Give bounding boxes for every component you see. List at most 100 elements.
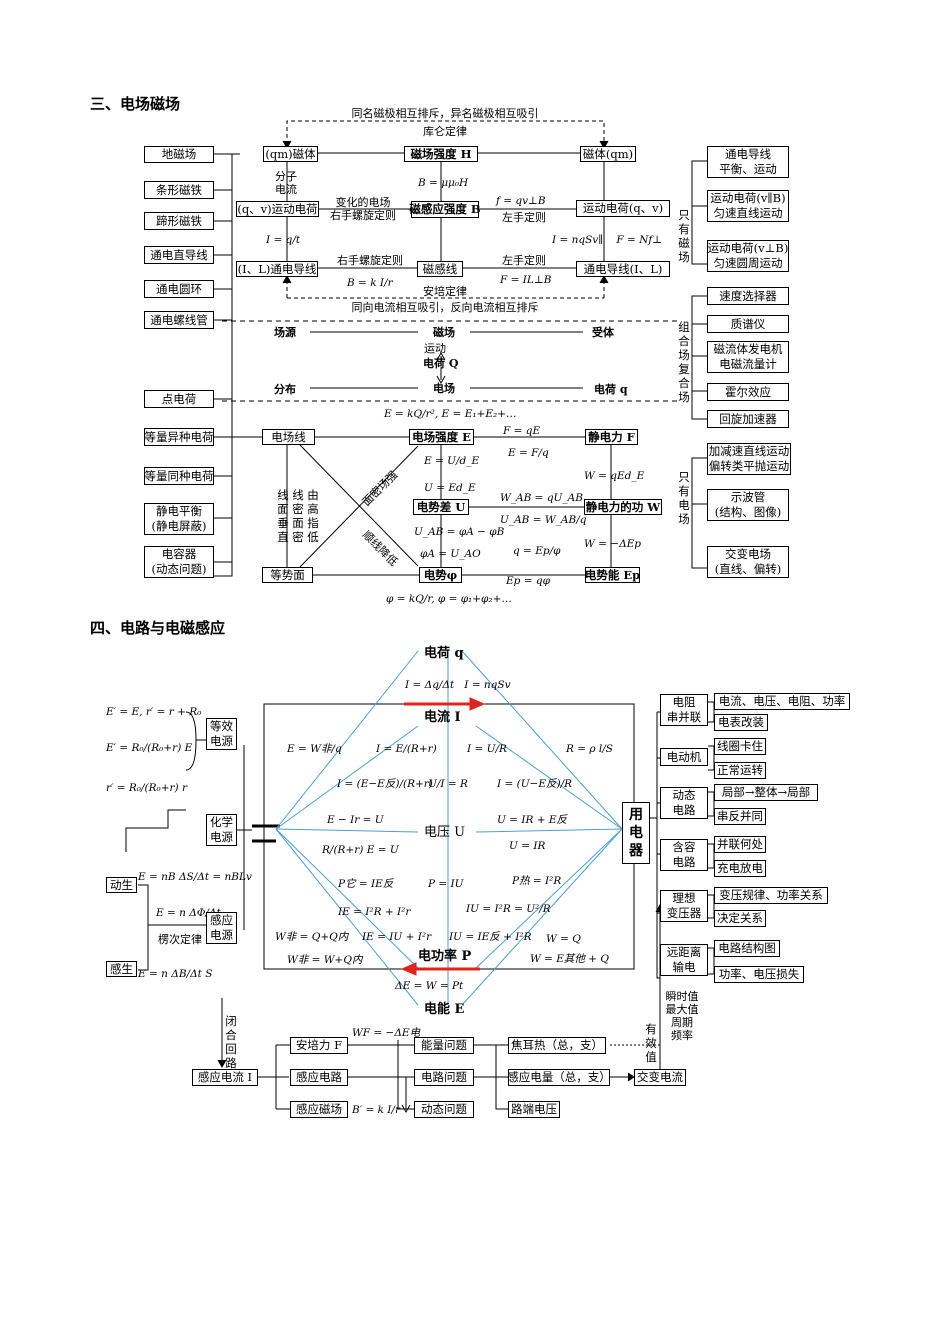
transformer-item-2: 决定关系 bbox=[714, 910, 766, 927]
changing-e-field-label: 变化的电场 右手螺旋定则 bbox=[330, 196, 396, 222]
molecular-current-label: 分子 电流 bbox=[275, 170, 297, 196]
e-f-q-formula: E = F/q bbox=[508, 447, 549, 459]
lines-dense-label: 线密面密 bbox=[292, 488, 304, 544]
b-prime-formula: B′ = k I/r bbox=[352, 1104, 400, 1116]
resistor-item-2: 电表改装 bbox=[714, 714, 768, 731]
lines-perp-label: 线面垂直 bbox=[277, 488, 289, 544]
i-q-t-formula: I = q/t bbox=[266, 234, 301, 246]
phi-formula: φ = kQ/r, φ = φ₁+φ₂+… bbox=[386, 593, 512, 605]
section3-heading: 三、电场磁场 bbox=[90, 95, 181, 113]
straight-wire-box: 通电直导线 bbox=[144, 246, 214, 264]
section4-heading: 四、电路与电磁感应 bbox=[90, 619, 226, 637]
capacitor-item-1: 并联何处 bbox=[714, 836, 766, 853]
motor-item-2: 正常运转 bbox=[714, 762, 766, 779]
magnetic-field-label: 磁场 bbox=[433, 326, 455, 339]
cyclotron-box: 回旋加速器 bbox=[707, 410, 789, 428]
f-qe-formula: F = qE bbox=[503, 425, 541, 437]
right-screw-rule: 右手螺旋定则 bbox=[337, 254, 403, 267]
transformer-box: 理想 变压器 bbox=[660, 890, 708, 922]
u-i-r-formula: U/I = R bbox=[428, 778, 468, 790]
field-source-label: 场源 bbox=[274, 326, 296, 339]
capacitor-item-2: 充电放电 bbox=[714, 860, 766, 877]
induced-charge-box: 感应电量（总，支） bbox=[507, 1069, 611, 1086]
voltage-title: 电压 U bbox=[424, 825, 466, 840]
motional-box: 动生 bbox=[106, 877, 137, 893]
current-loop-box: 通电圆环 bbox=[144, 280, 214, 298]
appliance-box: 用电器 bbox=[622, 802, 650, 864]
receiver-label: 受体 bbox=[592, 326, 614, 339]
moving-charge-left-box: (q、v)运动电荷 bbox=[236, 201, 319, 217]
transmission-item-1: 电路结构图 bbox=[714, 940, 780, 957]
electrostatic-equilibrium-box: 静电平衡 (静电屏蔽) bbox=[144, 503, 214, 535]
opposite-charges-box: 等量异种电荷 bbox=[144, 428, 214, 446]
mass-spectrometer-box: 质谱仪 bbox=[707, 315, 789, 333]
closed-loop-label: 闭合回路 bbox=[225, 1014, 237, 1070]
induced-emf-formula: E = n ΔB/Δt S bbox=[138, 968, 213, 980]
equiv-formula-3: r′ = R₀/(R₀+r) r bbox=[106, 782, 188, 794]
magnetic-line-box: 磁感线 bbox=[417, 261, 463, 277]
potential-energy-box: 电势能 Ep bbox=[584, 567, 641, 583]
capacitor-box: 电容器 (动态问题) bbox=[144, 546, 214, 578]
transmission-item-2: 功率、电压损失 bbox=[714, 966, 804, 983]
lenz-law-label: 楞次定律 bbox=[158, 933, 202, 946]
nqsv-formula: I = nqSv∥ F = Nf⊥ bbox=[552, 234, 663, 246]
motion-label: 运动 bbox=[424, 342, 446, 355]
transformer-item-1: 变压规律、功率关系 bbox=[714, 887, 828, 904]
dynamic-circuit-box: 动态 电路 bbox=[660, 787, 708, 819]
equiv-formula-1: E′ = E, r′ = r + R₀ bbox=[106, 706, 202, 718]
power-title: 电功率 P bbox=[418, 949, 472, 964]
u-ed-formula: U = Ed_E bbox=[424, 482, 476, 494]
w-qu-formula: W_AB = qU_AB bbox=[500, 492, 583, 504]
dynamic-problem-box: 动态问题 bbox=[414, 1101, 474, 1118]
p-i2r-formula: P热 = I²R bbox=[512, 875, 562, 887]
u-ir-e-formula: U = IR + E反 bbox=[497, 814, 568, 826]
terminal-voltage-box: 路端电压 bbox=[508, 1101, 560, 1118]
induced-field-box: 感应磁场 bbox=[290, 1101, 348, 1118]
lorentz-formula: f = qv⊥B bbox=[496, 195, 546, 207]
r-rho-formula: R = ρ l/S bbox=[566, 743, 613, 755]
energy-problem-box: 能量问题 bbox=[414, 1037, 474, 1054]
current-wire-left-box: (I、L)通电导线 bbox=[236, 261, 318, 277]
current-wire-right-box: 通电导线(I、L) bbox=[576, 261, 670, 277]
q-ep-formula: q = Ep/φ bbox=[513, 545, 561, 557]
u-phi-formula: U_AB = φA − φB bbox=[414, 526, 505, 538]
induced-source-box: 感应 电源 bbox=[206, 912, 237, 944]
combined-field-label: 组合场复合场 bbox=[678, 320, 690, 404]
equiv-formula-2: E′ = R₀/(R₀+r) E bbox=[106, 742, 193, 754]
w-qed-formula: W = qEd_E bbox=[584, 470, 645, 482]
current-title: 电流 I bbox=[424, 710, 461, 725]
induced-circuit-box: 感应电路 bbox=[290, 1069, 348, 1086]
accel-deflect-box: 加减速直线运动 偏转类平抛运动 bbox=[707, 443, 791, 475]
b-field-box: 磁感应强度 B bbox=[409, 201, 481, 218]
induced-current-box: 感应电流 I bbox=[192, 1069, 258, 1086]
point-e-formula: E = kQ/r², E = E₁+E₂+… bbox=[384, 408, 517, 420]
ac-values-label: 瞬时值 最大值 周期 频率 bbox=[665, 990, 699, 1042]
p-iu-formula: P = IU bbox=[428, 878, 464, 890]
solenoid-box: 通电螺线管 bbox=[144, 311, 214, 329]
parallel-motion-box: 运动电荷(v∥B) 匀速直线运动 bbox=[707, 190, 789, 222]
motor-box: 电动机 bbox=[660, 748, 708, 766]
only-electric-label: 只有电场 bbox=[678, 470, 690, 526]
ie-iu-formula: IE = IU + I²r bbox=[362, 931, 432, 943]
p-ie-formula: P它 = IE反 bbox=[338, 878, 394, 890]
electric-field-label: 电场 bbox=[433, 382, 455, 395]
left-hand-rule-1: 左手定则 bbox=[502, 211, 546, 224]
chemical-source-box: 化学 电源 bbox=[206, 814, 237, 846]
energy-work-formula: ΔE = W = Pt bbox=[395, 980, 464, 992]
ampere-force-formula: F = IL⊥B bbox=[500, 274, 552, 286]
perp-motion-box: 运动电荷(v⊥B) 匀速圆周运动 bbox=[707, 240, 789, 272]
charge-Q-label: 电荷 Q bbox=[423, 357, 459, 370]
w-qq-formula: W非 = Q+Q内 bbox=[275, 931, 349, 943]
e-field-box: 电场强度 E bbox=[409, 429, 474, 445]
w-wq-formula: W非 = W+Q内 bbox=[287, 954, 363, 966]
hall-effect-box: 霍尔效应 bbox=[707, 383, 789, 401]
i-e-rr-formula: I = E/(R+r) bbox=[376, 743, 437, 755]
equipotential-box: 等势面 bbox=[262, 567, 313, 583]
capacitor-circuit-box: 含容 电路 bbox=[660, 839, 708, 871]
ampere-law-label: 安培定律 bbox=[423, 285, 467, 298]
work-box: 静电力的功 W bbox=[584, 499, 662, 515]
iu-i2r-formula: IU = I²R = U²/R bbox=[466, 903, 551, 915]
u-w-q-formula: U_AB = W_AB/q bbox=[500, 514, 587, 526]
w-eq-formula: W = E其他 + Q bbox=[530, 953, 610, 965]
